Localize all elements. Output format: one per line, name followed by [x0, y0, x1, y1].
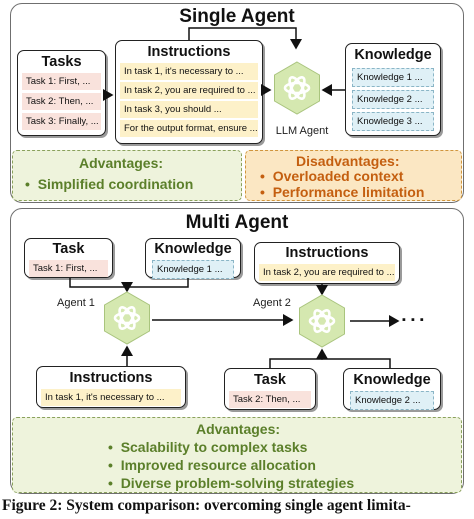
agent1-label: Agent 1	[57, 297, 95, 309]
tasks-card: Tasks Task 1: First, ... Task 2: Then, .…	[17, 50, 106, 136]
single-advantage-1: • Simplified coordination	[25, 176, 194, 192]
knowledge2-card: Knowledge Knowledge 2 ...	[343, 368, 441, 410]
instruction-item-1: In task 1, it's necessary to ...	[120, 63, 258, 80]
figure-caption: Figure 2: System comparison: overcoming …	[2, 497, 411, 514]
multi-advantage-1: • Scalability to complex tasks	[108, 439, 308, 455]
task1-item: Task 1: First, ...	[29, 260, 108, 277]
knowledge-item-2: Knowledge 2 ...	[352, 90, 434, 109]
agent2-icon	[298, 293, 346, 349]
knowledge-item-1: Knowledge 1 ...	[352, 68, 434, 87]
knowledge-item-3: Knowledge 3 ...	[352, 112, 434, 131]
instructions2-item: In task 2, you are required to ...	[259, 264, 395, 281]
task2-card: Task Task 2: Then, ...	[224, 368, 316, 410]
single-advantages-title: Advantages:	[79, 155, 164, 171]
single-disadvantages-box: Disadvantages: • Overloaded context • Pe…	[245, 150, 462, 201]
llm-agent-label: LLM Agent	[275, 125, 329, 137]
knowledge-card: Knowledge Knowledge 1 ... Knowledge 2 ..…	[345, 43, 441, 136]
instructions-card: Instructions In task 1, it's necessary t…	[115, 40, 263, 144]
instruction-item-3: In task 3, you should ...	[120, 101, 258, 118]
single-disadvantage-1: • Overloaded context	[260, 168, 404, 184]
instructions-title: Instructions	[147, 44, 231, 60]
multi-advantages-box: Advantages: • Scalability to complex tas…	[12, 417, 462, 493]
arrow-knowledge2-to-agent2	[316, 348, 391, 368]
multi-agent-panel	[10, 208, 464, 494]
task1-title: Task	[52, 241, 85, 257]
knowledge2-title: Knowledge	[353, 372, 431, 388]
instruction-item-2: In task 2, you are required to ...	[120, 82, 258, 99]
agent2-label: Agent 2	[253, 297, 291, 309]
arrow-task1-line	[69, 278, 128, 291]
arrow-knowledge1-to-agent1	[121, 278, 189, 293]
task-item-2: Task 2: Then, ...	[22, 93, 101, 110]
knowledge1-title: Knowledge	[154, 241, 232, 257]
llm-agent-icon	[273, 60, 321, 116]
multi-advantage-3: • Diverse problem-solving strategies	[108, 475, 355, 491]
knowledge1-item: Knowledge 1 ...	[152, 260, 234, 279]
continuation-ellipsis: ▪ ▪ ▪	[402, 314, 425, 326]
single-disadvantage-2: • Performance limitation	[260, 184, 425, 200]
instructions2-title: Instructions	[285, 245, 369, 261]
single-agent-title: Single Agent	[179, 6, 295, 27]
knowledge-title: Knowledge	[354, 47, 432, 63]
knowledge2-item: Knowledge 2 ...	[350, 391, 434, 410]
task-item-3: Task 3: Finally, ...	[22, 113, 101, 130]
multi-advantages-title: Advantages:	[196, 421, 281, 437]
instructions1-title: Instructions	[69, 370, 153, 386]
task2-item: Task 2: Then, ...	[229, 391, 311, 408]
arrow-instructions-to-llm	[188, 27, 302, 50]
instructions2-card: Instructions In task 2, you are required…	[254, 242, 400, 284]
multi-agent-title: Multi Agent	[185, 212, 289, 233]
multi-advantage-2: • Improved resource allocation	[108, 457, 316, 473]
task2-title: Task	[254, 372, 286, 388]
task1-card: Task Task 1: First, ...	[24, 238, 113, 278]
instruction-item-4: For the output format, ensure ...	[120, 120, 258, 137]
arrow-task2-line	[269, 350, 323, 368]
single-agent-panel	[10, 3, 464, 203]
single-advantages-box: Advantages: • Simplified coordination	[12, 150, 242, 201]
tasks-title: Tasks	[41, 54, 82, 70]
agent1-icon	[103, 290, 151, 346]
instructions1-item: In task 1, it's necessary to ...	[41, 389, 181, 406]
knowledge1-card: Knowledge Knowledge 1 ...	[145, 238, 241, 279]
single-disadvantages-title: Disadvantages:	[296, 153, 400, 169]
task-item-1: Task 1: First, ...	[22, 73, 101, 90]
instructions1-card: Instructions In task 1, it's necessary t…	[36, 366, 186, 408]
